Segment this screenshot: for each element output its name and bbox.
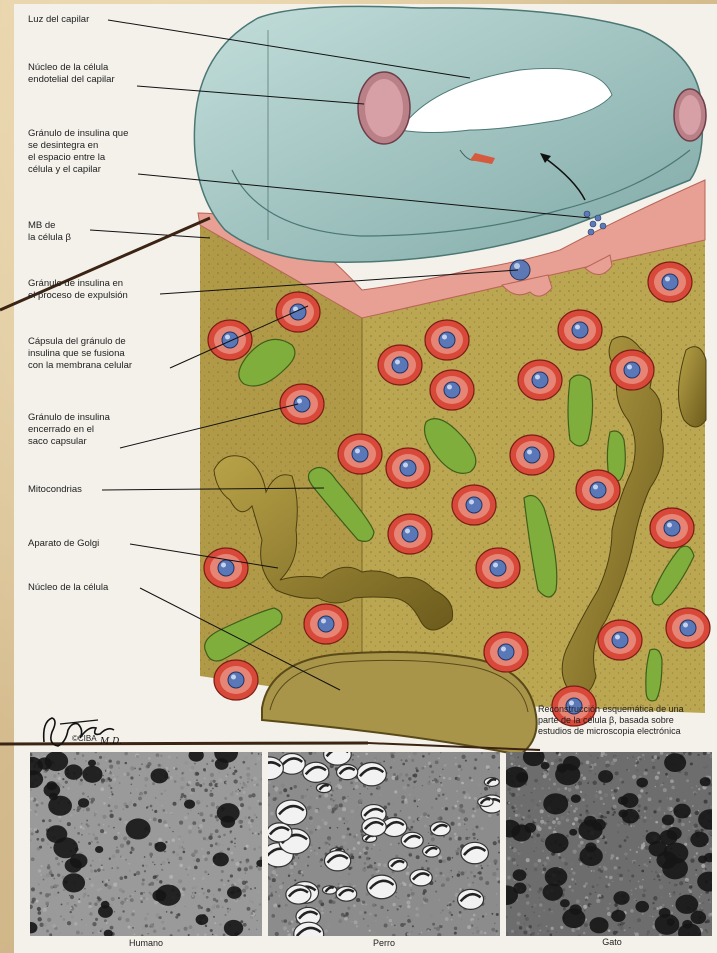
- insulin-granule: [208, 320, 252, 360]
- label-granulo-expulsion: Gránulo de insulina en el proceso de exp…: [28, 278, 128, 302]
- endothelial-nucleus-left: [358, 72, 410, 144]
- insulin-granule: [280, 384, 324, 424]
- label-mb: MB de la célula β: [28, 220, 71, 244]
- insulin-granule: [388, 514, 432, 554]
- insulin-granule: [276, 292, 320, 332]
- insulin-granule: [430, 370, 474, 410]
- svg-text:M.D.: M.D.: [99, 737, 122, 747]
- insulin-granule: [386, 448, 430, 488]
- insulin-granule: [648, 262, 692, 302]
- insulin-granule: [558, 310, 602, 350]
- insulin-granule: [650, 508, 694, 548]
- insulin-granule: [610, 350, 654, 390]
- caption-gato: Gato: [496, 937, 717, 947]
- label-luz-capilar: Luz del capilar: [28, 14, 89, 26]
- insulin-granule: [452, 485, 496, 525]
- label-capsula: Cápsula del gránulo de insulina que se f…: [28, 336, 132, 372]
- insulin-granule: [476, 548, 520, 588]
- label-nucleo-endotelial: Núcleo de la célula endotelial del capil…: [28, 62, 115, 86]
- label-granulo-desintegra: Gránulo de insulina que se desintegra en…: [28, 128, 128, 176]
- micrograph-perro: [268, 752, 500, 936]
- micrograph-humano: [30, 752, 262, 936]
- label-golgi: Aparato de Golgi: [28, 538, 99, 550]
- insulin-granule: [425, 320, 469, 360]
- endothelial-nucleus-right: [674, 89, 706, 141]
- micrograph-gato: [506, 752, 712, 936]
- insulin-granule: [204, 548, 248, 588]
- insulin-granule: [518, 360, 562, 400]
- label-nucleo-celula: Núcleo de la célula: [28, 582, 108, 594]
- figure-caption: Reconstrucción esquemática de una parte …: [538, 704, 716, 737]
- label-mitocondrias: Mitocondrias: [28, 484, 82, 496]
- ciba-credit: ©CIBA: [72, 734, 97, 743]
- insulin-granule: [484, 632, 528, 672]
- insulin-granule: [598, 620, 642, 660]
- insulin-granule: [576, 470, 620, 510]
- insulin-granule: [666, 608, 710, 648]
- caption-perro: Perro: [268, 938, 500, 948]
- label-granulo-encerrado: Gránulo de insulina encerrado en el saco…: [28, 412, 110, 448]
- caption-humano: Humano: [30, 938, 262, 948]
- insulin-granule: [214, 660, 258, 700]
- insulin-granule: [304, 604, 348, 644]
- insulin-granule: [338, 434, 382, 474]
- insulin-granule: [510, 435, 554, 475]
- insulin-granule: [378, 345, 422, 385]
